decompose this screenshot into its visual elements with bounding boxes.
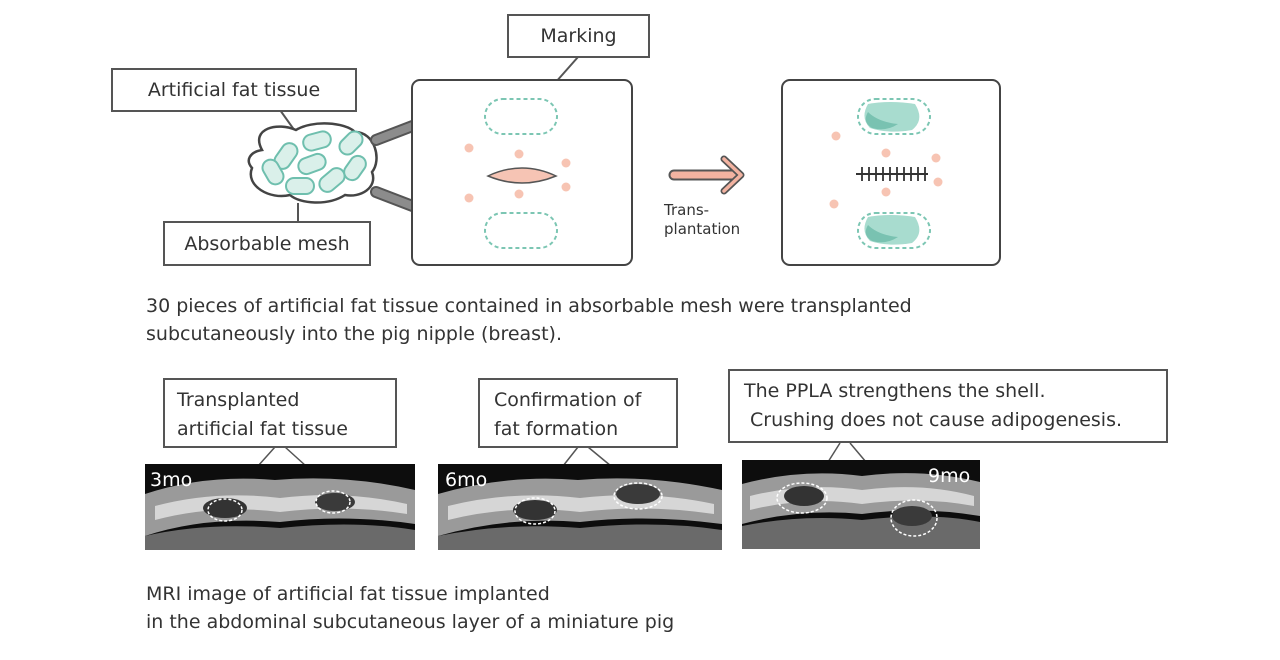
transplanted-line-1: Transplanted: [177, 389, 300, 411]
mri-time-6mo: 6mo: [445, 469, 488, 491]
marking-label: Marking: [507, 14, 650, 58]
top-caption-line-2: subcutaneously into the pig nipple (brea…: [146, 323, 562, 345]
mri-image-6mo: 6mo: [438, 464, 722, 550]
transplantation-label: Trans- plantation: [664, 201, 740, 239]
fat-formation-label: Confirmation of fat formation: [478, 378, 678, 448]
mri-image-9mo: 9mo: [742, 460, 980, 549]
bottom-caption-line-1: MRI image of artificial fat tissue impla…: [146, 583, 550, 605]
transplanted-line-2: artificial fat tissue: [177, 418, 348, 440]
skin-panel-after: [781, 79, 1001, 266]
bottom-caption-line-2: in the abdominal subcutaneous layer of a…: [146, 611, 675, 633]
ppla-line-2: Crushing does not cause adipogenesis.: [744, 409, 1123, 431]
top-caption-line-1: 30 pieces of artificial fat tissue conta…: [146, 295, 912, 317]
transplanted-tissue-label: Transplanted artificial fat tissue: [163, 378, 397, 448]
mri-time-9mo: 9mo: [928, 465, 971, 487]
absorbable-mesh-label: Absorbable mesh: [163, 221, 371, 266]
transplant-diagram: [247, 56, 1001, 266]
ppla-line-1: The PPLA strengthens the shell.: [744, 380, 1046, 402]
pink-arrow-icon: [668, 155, 745, 195]
mesh-bag: [247, 122, 378, 204]
transplantation-line-1: Trans-: [664, 201, 710, 219]
bottom-caption: MRI image of artificial fat tissue impla…: [146, 580, 1046, 636]
confirmation-line-2: fat formation: [494, 418, 619, 440]
ppla-note-label: The PPLA strengthens the shell. Crushing…: [728, 369, 1168, 443]
transplantation-line-2: plantation: [664, 220, 741, 238]
top-caption: 30 pieces of artificial fat tissue conta…: [146, 292, 1146, 348]
mri-image-3mo: 3mo: [145, 464, 415, 550]
skin-panel-before: [411, 79, 633, 266]
mri-time-3mo: 3mo: [150, 469, 193, 491]
artificial-fat-tissue-label: Artificial fat tissue: [111, 68, 357, 112]
confirmation-line-1: Confirmation of: [494, 389, 642, 411]
